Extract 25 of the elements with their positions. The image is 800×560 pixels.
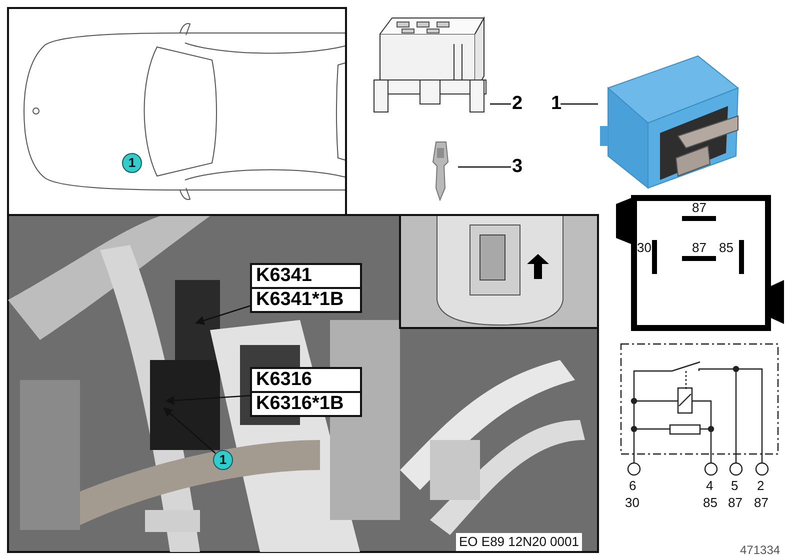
terminal-number: 6 [629,479,636,493]
leader-line [458,166,511,168]
diagram-number: 471334 [740,543,780,557]
leader-line [560,103,598,105]
leader-line [490,103,511,105]
pin-number: 85 [703,496,718,510]
pin-number: 87 [728,496,742,510]
arrow [165,394,250,406]
arrow [163,407,216,454]
part-number: 1 [551,94,562,114]
arrow [195,305,250,325]
terminal-number: 5 [731,479,738,493]
relay-label: K6341 K6341*1B [250,263,362,313]
terminal-number: 4 [706,479,714,493]
pin-number: 30 [637,241,652,255]
pin-number: 87 [692,241,706,255]
part-number: 2 [512,94,523,114]
part-number: 3 [512,157,523,177]
pin-number: 87 [692,201,706,215]
terminal-number: 2 [757,479,764,493]
image-code-label: EO E89 12N20 0001 [456,533,582,551]
pin-number: 87 [754,496,768,510]
pin-number: 85 [719,241,734,255]
relay-label: K6316 K6316*1B [250,367,362,417]
pin-number: 30 [625,496,640,510]
